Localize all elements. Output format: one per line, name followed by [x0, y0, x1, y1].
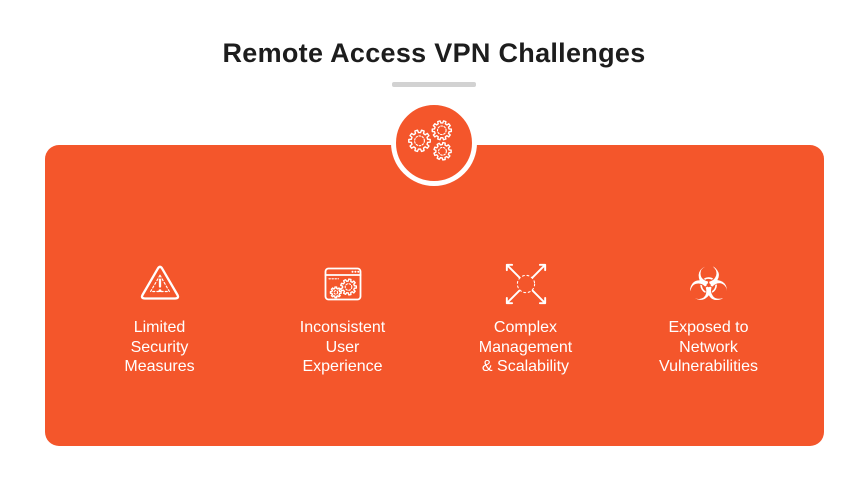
challenge-label: Complex Management & Scalability — [478, 319, 573, 375]
title-divider — [392, 82, 476, 87]
challenge-label: Inconsistent User Experience — [299, 319, 386, 375]
expand-arrows-icon — [503, 259, 549, 309]
challenge-limited-security: Limited Security Measures — [68, 259, 251, 377]
challenge-label: Limited Security Measures — [124, 319, 195, 375]
challenge-complex-management: Complex Management & Scalability — [434, 259, 617, 377]
page-title: Remote Access VPN Challenges — [222, 38, 646, 68]
gears-badge — [391, 100, 477, 186]
gears-icon — [408, 120, 453, 161]
challenge-inconsistent-ux: Inconsistent User Experience — [251, 259, 434, 377]
challenge-network-vulnerabilities: ☣ Exposed to Network Vulnerabilities — [617, 259, 800, 377]
challenges-row: Limited Security Measures — [68, 259, 800, 377]
challenges-panel: Limited Security Measures — [44, 145, 824, 446]
biohazard-icon: ☣ — [688, 259, 729, 309]
browser-gears-icon — [319, 259, 367, 309]
warning-triangle-icon — [135, 259, 185, 309]
challenge-label: Exposed to Network Vulnerabilities — [658, 319, 758, 375]
biohazard-glyph: ☣ — [687, 257, 730, 311]
